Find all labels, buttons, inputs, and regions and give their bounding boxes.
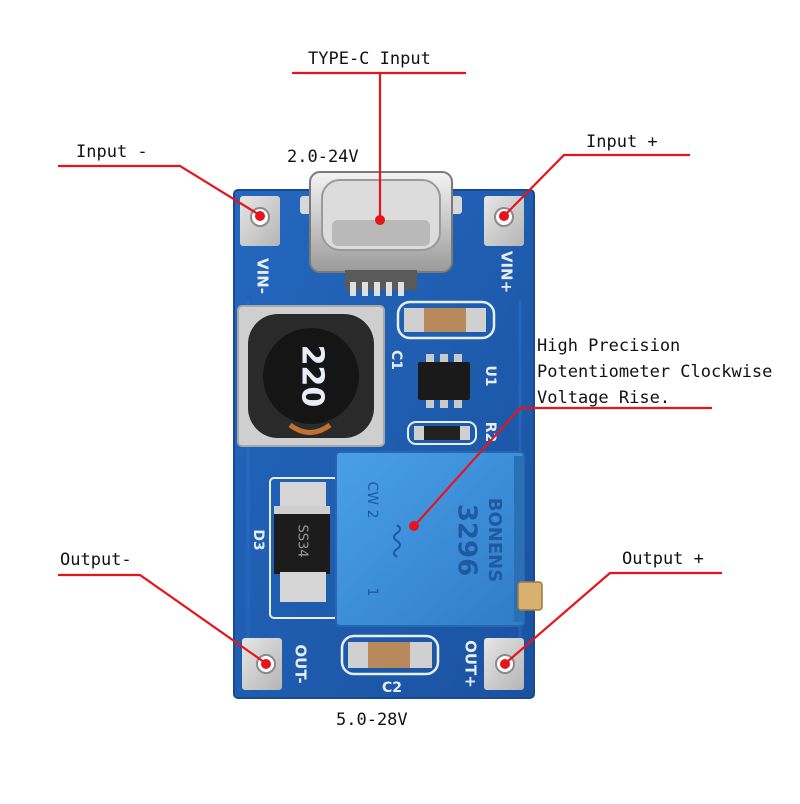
dot-type-c	[375, 215, 385, 225]
leader-output-minus	[58, 573, 265, 663]
dot-input-plus	[499, 211, 509, 221]
silk-out-minus: OUT-	[292, 644, 310, 683]
silk-u1: U1	[482, 365, 498, 386]
capacitor-c2	[340, 634, 440, 676]
silk-d3: D3	[250, 529, 266, 550]
diode-d3: SS34	[269, 477, 339, 619]
pot-desc-line-3: Voltage Rise.	[537, 388, 671, 408]
pot-desc-line-2: Potentiometer Clockwise	[537, 362, 773, 382]
inductor-marking: 220	[295, 345, 330, 408]
pot-pin-text: 1	[364, 588, 380, 597]
pot-model-text: 3296	[452, 504, 482, 576]
dot-output-plus	[500, 659, 510, 669]
pot-desc-line-1: High Precision	[537, 336, 681, 356]
label-input-minus: Input -	[76, 142, 148, 162]
label-input-voltage: 2.0-24V	[287, 147, 359, 167]
label-type-c-input: TYPE-C Input	[308, 49, 431, 69]
diode-marking: SS34	[295, 524, 310, 557]
leader-input-minus	[58, 164, 259, 215]
dot-output-minus	[261, 659, 271, 669]
silk-r2: R2	[482, 422, 498, 443]
capacitor-c1	[396, 300, 496, 340]
label-potentiometer-description: High Precision Potentiometer Clockwise V…	[537, 333, 772, 411]
chip-u1	[418, 354, 470, 408]
silk-c2: C2	[382, 680, 402, 696]
annotation-lines	[58, 71, 722, 669]
silk-out-plus: OUT+	[462, 640, 480, 688]
dot-input-minus	[255, 211, 265, 221]
leader-potentiometer	[415, 406, 712, 525]
silk-c1: C1	[388, 350, 404, 370]
label-output-minus: Output-	[60, 550, 132, 570]
inductor-220: 220	[237, 305, 385, 447]
leader-input-plus	[505, 153, 690, 215]
pot-brand-text: BONENS	[484, 498, 505, 582]
potentiometer-3296: 3296 BONENS CW 2 1	[335, 451, 543, 627]
dot-potentiometer	[409, 521, 419, 531]
pot-cw-text: CW 2	[364, 482, 380, 519]
label-output-plus: Output +	[622, 549, 704, 569]
label-input-plus: Input +	[586, 132, 658, 152]
leader-output-plus	[506, 571, 722, 663]
silk-vin-minus: VIN-	[254, 258, 272, 294]
resistor-r2	[407, 421, 477, 445]
silk-vin-plus: VIN+	[498, 251, 516, 293]
label-output-voltage: 5.0-28V	[336, 710, 408, 730]
